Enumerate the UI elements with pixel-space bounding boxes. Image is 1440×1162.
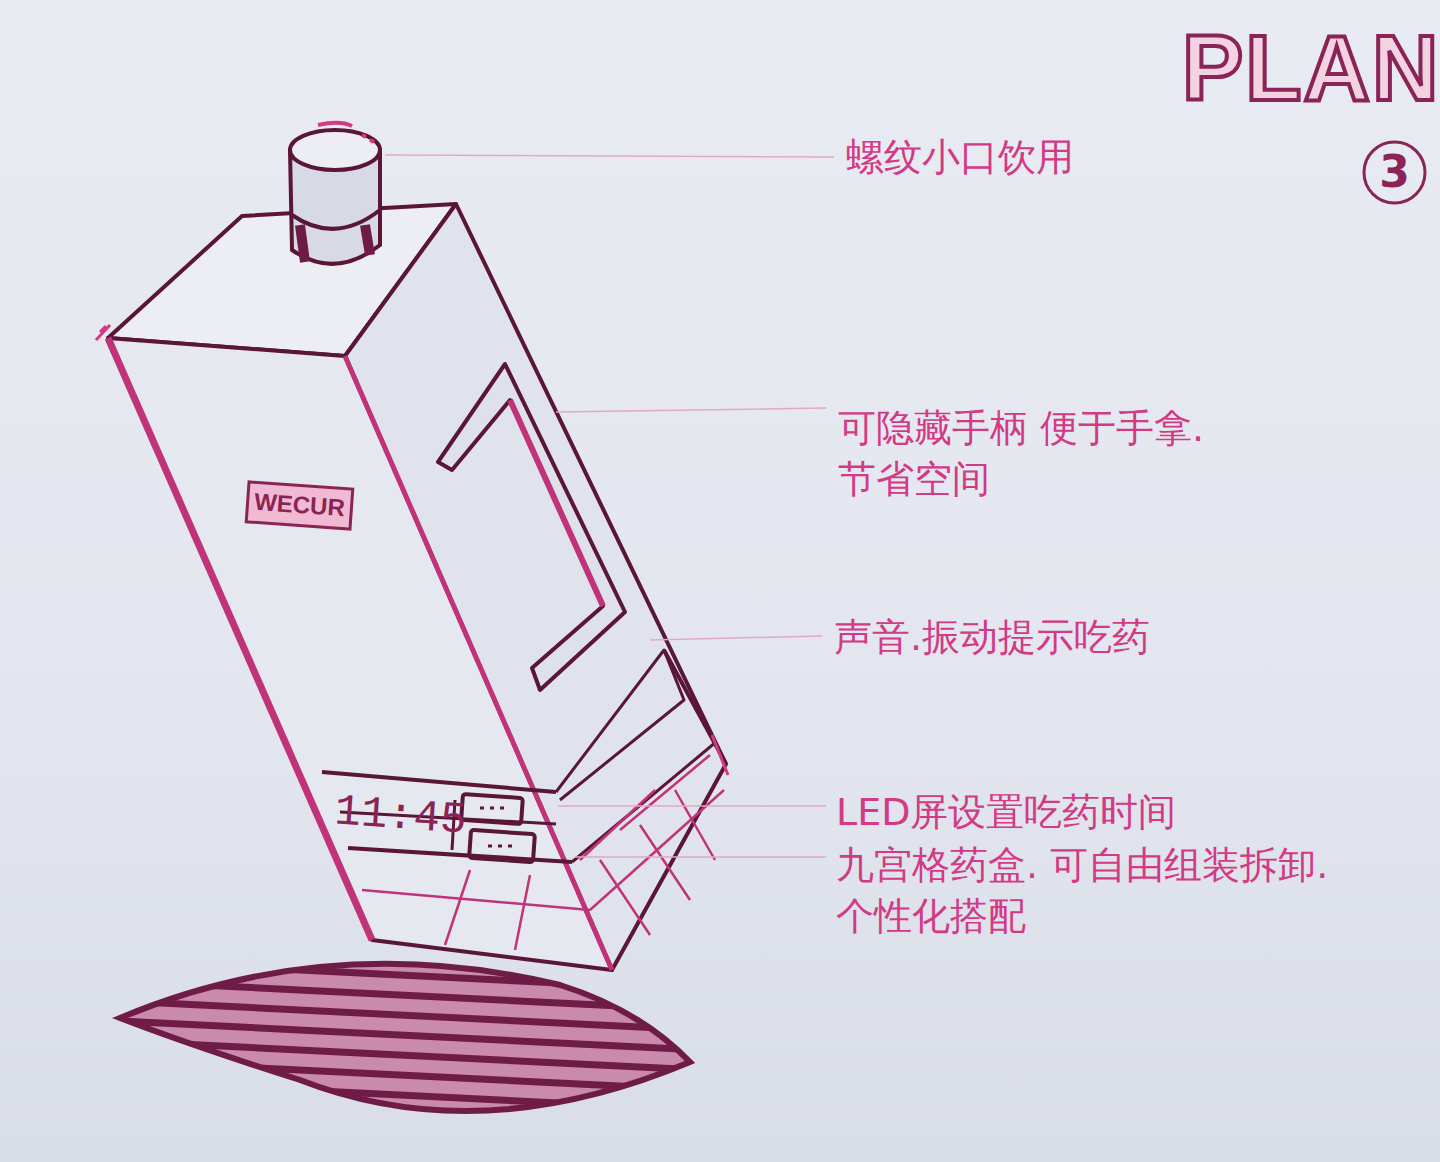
plan-heading: PLAN (1182, 22, 1440, 114)
node-outline (246, 482, 353, 529)
annotation-label: 声音.振动提示吃药 (834, 612, 1214, 663)
circled-number: 3 (1362, 140, 1427, 205)
bottle-body (96, 204, 735, 970)
logo-box: WECUR (245, 480, 355, 530)
screw-cap (290, 123, 380, 264)
annotation-label: 九宫格药盒. 可自由组装拆卸.个性化搭配 (836, 840, 1368, 943)
led-time-display: 11:45 (330, 785, 470, 847)
node-outline (1364, 142, 1425, 203)
annotation-label: 螺纹小口饮用 (846, 132, 1302, 183)
node-text: 3 (1379, 148, 1410, 196)
leader-lines (385, 155, 834, 857)
annotation-label: LED屏设置吃药时间 (836, 787, 1292, 838)
annotation-label: 可隐藏手柄 便于手拿.节省空间 (838, 403, 1218, 506)
node-text: 11:45 (333, 788, 468, 845)
cast-shadow (100, 960, 700, 1130)
